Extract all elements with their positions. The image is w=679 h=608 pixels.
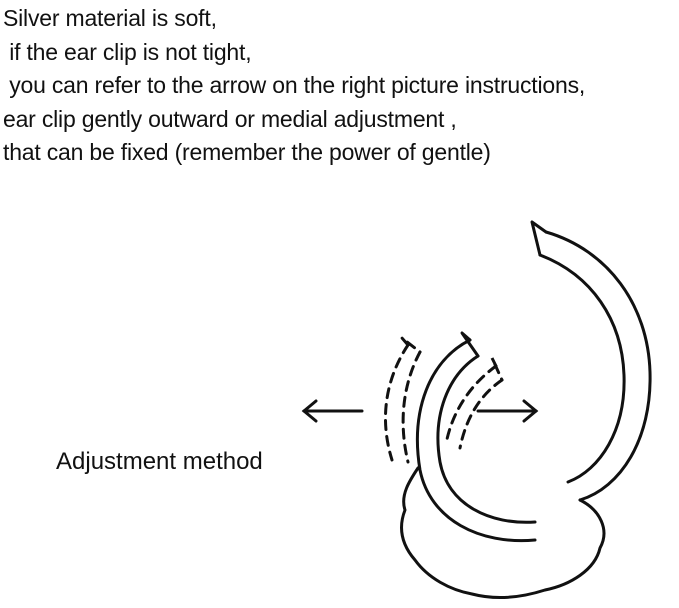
instruction-line-5: that can be fixed (remember the power of… — [3, 139, 491, 165]
ear-clip-base — [400, 466, 606, 599]
adjustment-method-caption: Adjustment method — [56, 448, 263, 475]
ear-clip-tip — [530, 220, 548, 257]
left-arrow-icon — [301, 399, 364, 423]
instruction-line-1: Silver material is soft, — [3, 5, 217, 31]
ear-clip-inner-strip-inner — [436, 354, 537, 524]
ear-clip-outer-edge — [544, 230, 652, 502]
inward-position-outer-dashed — [444, 364, 498, 446]
instruction-text: Silver material is soft, if the ear clip… — [3, 2, 585, 170]
instruction-line-2: if the ear clip is not tight, — [3, 38, 252, 65]
inward-position-tip-dashed — [490, 357, 504, 382]
outward-position-outer-dashed — [383, 343, 410, 462]
outward-position-tip-dashed — [400, 336, 422, 354]
instruction-line-3: you can refer to the arrow on the right … — [3, 72, 586, 98]
ear-clip-strip-tip — [460, 331, 480, 358]
outward-position-inner-dashed — [401, 350, 422, 464]
ear-clip-inner-edge — [538, 253, 626, 484]
inward-position-inner-dashed — [458, 378, 504, 450]
instruction-line-4: ear clip gently outward or medial adjust… — [3, 105, 457, 132]
right-arrow-icon — [476, 399, 539, 423]
ear-clip-inner-strip-outer — [415, 338, 537, 543]
